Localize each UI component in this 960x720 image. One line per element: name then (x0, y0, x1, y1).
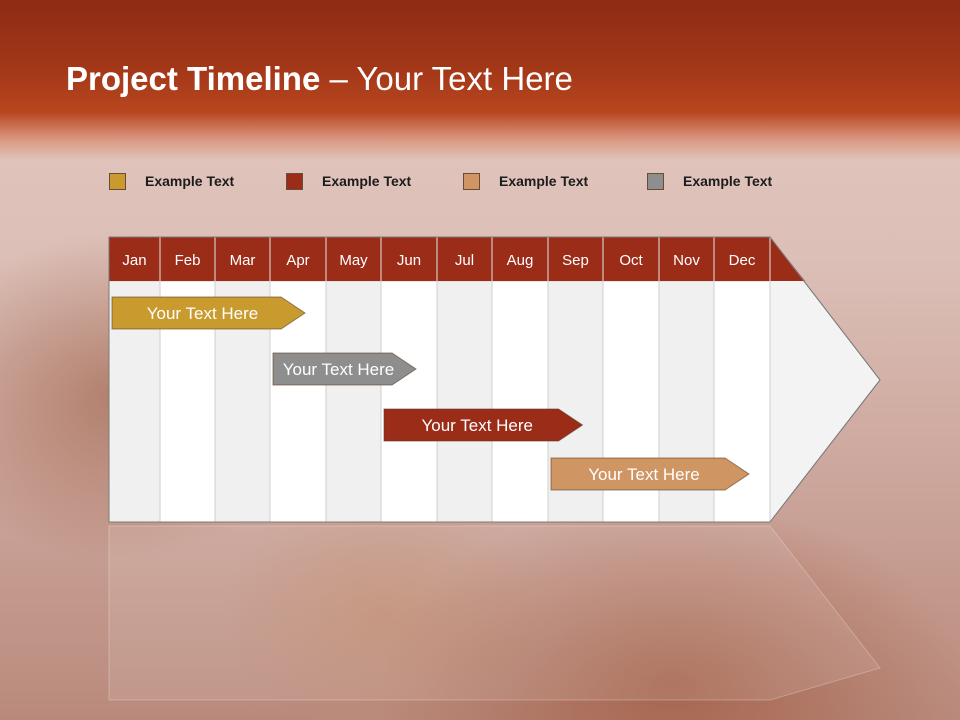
task-label-1: Your Text Here (147, 304, 259, 323)
legend-label-4: Example Text (683, 173, 773, 189)
legend-label-1: Example Text (145, 173, 235, 189)
legend-label-2: Example Text (322, 173, 412, 189)
month-label-aug: Aug (507, 252, 534, 269)
legend-swatch-1 (109, 172, 126, 190)
legend-item-3: Example Text (463, 170, 588, 192)
month-column-may (325, 280, 382, 523)
month-label-jul: Jul (455, 252, 474, 269)
task-label-2: Your Text Here (283, 360, 395, 379)
title-bold: Project Timeline (66, 60, 321, 97)
month-label-nov: Nov (673, 252, 700, 269)
legend-item-1: Example Text (109, 170, 234, 192)
legend-item-2: Example Text (286, 170, 411, 192)
legend-swatch-4 (647, 172, 664, 190)
legend-swatch-3 (463, 172, 480, 190)
month-label-jun: Jun (397, 252, 421, 269)
timeline-reflection (108, 525, 881, 701)
month-label-jan: Jan (122, 252, 146, 269)
month-column-jun (380, 280, 438, 523)
month-label-oct: Oct (619, 252, 643, 269)
month-header-band (109, 237, 805, 281)
title-rest: – Your Text Here (320, 60, 573, 97)
legend-swatch-2 (286, 172, 303, 190)
timeline-arrow-outline (108, 236, 881, 523)
task-bar-1 (111, 296, 306, 330)
task-label-3: Your Text Here (421, 416, 533, 435)
slide-title: Project Timeline – Your Text Here (66, 60, 573, 98)
month-column-jul (436, 280, 493, 523)
task-bar-4 (550, 457, 750, 491)
month-column-aug (491, 280, 549, 523)
legend-label-3: Example Text (499, 173, 589, 189)
task-label-4: Your Text Here (588, 465, 700, 484)
month-label-dec: Dec (729, 252, 756, 269)
month-label-apr: Apr (286, 252, 309, 269)
month-label-sep: Sep (562, 252, 589, 269)
legend-item-4: Example Text (647, 170, 772, 192)
title-banner (0, 0, 960, 160)
month-label-feb: Feb (175, 252, 201, 269)
task-bar-2 (272, 352, 417, 386)
month-label-may: May (339, 252, 368, 269)
task-bar-3 (383, 408, 584, 442)
month-label-mar: Mar (230, 252, 256, 269)
